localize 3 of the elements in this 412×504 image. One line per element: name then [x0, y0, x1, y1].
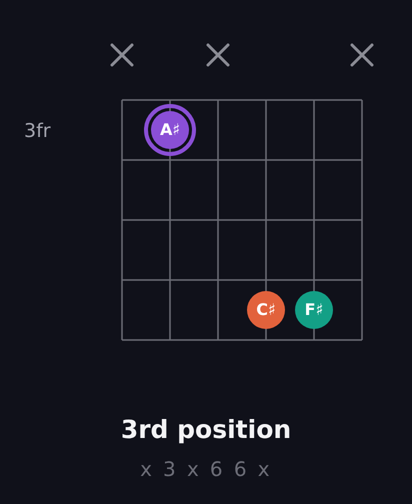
fret-position-label: 3fr [24, 119, 51, 144]
chord-title: 3rd position [120, 414, 292, 446]
fingering-label: x 3 x 6 6 x [139, 456, 273, 483]
